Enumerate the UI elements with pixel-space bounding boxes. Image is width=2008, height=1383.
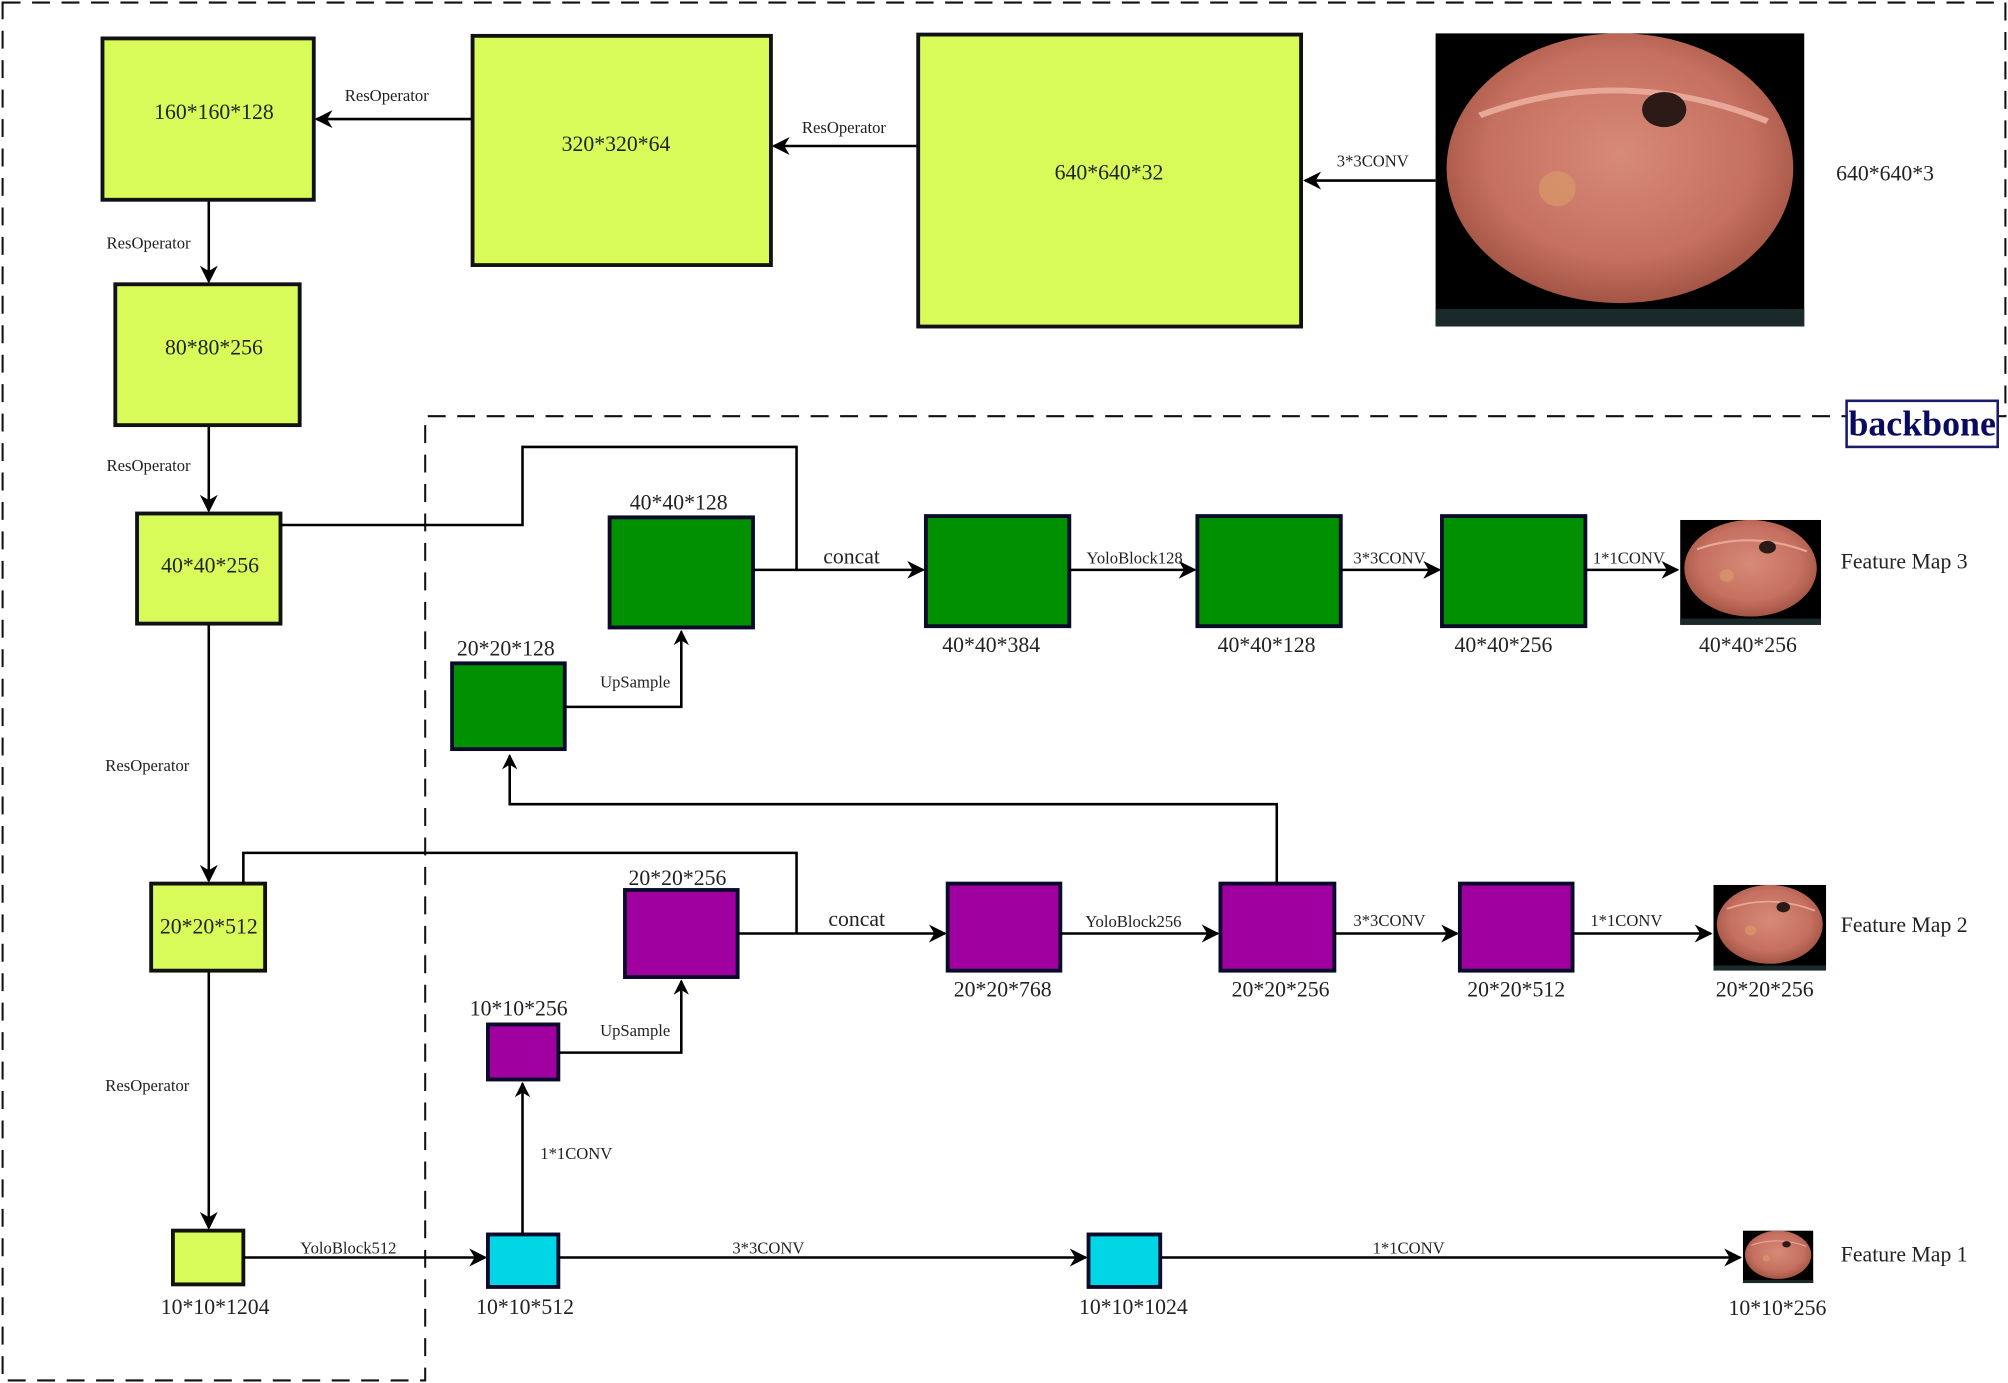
svg-text:20*20*256: 20*20*256: [1232, 977, 1330, 1001]
backbone-node-160: 160*160*128: [100, 36, 316, 202]
svg-text:80*80*256: 80*80*256: [165, 336, 263, 360]
svg-text:20*20*128: 20*20*128: [457, 637, 555, 661]
edge-label: UpSample: [600, 1021, 670, 1040]
svg-text:160*160*128: 160*160*128: [154, 100, 274, 124]
edge-label: ResOperator: [345, 86, 429, 105]
edge-label: ResOperator: [105, 756, 189, 775]
svg-text:10*10*512: 10*10*512: [476, 1295, 574, 1319]
backbone-label-box: backbone: [1845, 399, 1999, 449]
feature-map-3-title: Feature Map 3: [1841, 550, 1968, 574]
svg-text:320*320*64: 320*320*64: [562, 132, 671, 156]
feature-map-1-image: [1742, 1230, 1814, 1284]
feature-map-3-image: [1680, 519, 1821, 625]
feature-map-1-size: 10*10*256: [1729, 1296, 1827, 1320]
edge-label: ResOperator: [107, 233, 191, 252]
svg-text:20*20*768: 20*20*768: [954, 977, 1052, 1001]
feature-map-2-title: Feature Map 2: [1841, 913, 1968, 937]
scale1-node-1024: 10*10*1024: [1079, 1232, 1188, 1319]
scale2-node-512: 20*20*512: [1457, 881, 1575, 1001]
scale3-node-256: 40*40*256: [1440, 514, 1588, 657]
edge-label: YoloBlock512: [300, 1239, 396, 1258]
input-size-label: 640*640*3: [1836, 162, 1934, 186]
edge-label: concat: [823, 544, 880, 568]
edge-upsample: [558, 979, 689, 1054]
scale3-node-0: 40*40*128: [607, 491, 755, 630]
edge-label: 1*1CONV: [540, 1144, 612, 1163]
backbone-node-10: 10*10*1204: [161, 1228, 270, 1319]
svg-text:20*20*256: 20*20*256: [629, 866, 727, 890]
edge-label: 1*1CONV: [1593, 548, 1665, 567]
backbone-node-80: 80*80*256: [113, 282, 302, 428]
svg-text:10*10*1204: 10*10*1204: [161, 1295, 270, 1319]
scale2-up-node: 10*10*256: [470, 996, 568, 1082]
svg-text:20*20*512: 20*20*512: [1467, 977, 1565, 1001]
scale1-node-512: 10*10*512: [476, 1232, 574, 1319]
scale2-node-256: 20*20*256: [1218, 881, 1337, 1001]
scale3-up-node: 20*20*128: [450, 637, 567, 752]
edge-label: 3*3CONV: [1337, 151, 1409, 170]
edge-label: ResOperator: [802, 118, 886, 137]
edge-label: UpSample: [600, 673, 670, 692]
svg-text:10*10*256: 10*10*256: [470, 996, 568, 1020]
skip-connection-20: [242, 851, 798, 934]
svg-text:20*20*512: 20*20*512: [160, 915, 258, 939]
scale2-node-768: 20*20*768: [945, 881, 1063, 1001]
svg-text:40*40*128: 40*40*128: [1218, 633, 1316, 657]
edge-label: YoloBlock128: [1086, 548, 1182, 567]
edge-label: ResOperator: [107, 456, 191, 475]
feature-map-1-title: Feature Map 1: [1841, 1242, 1968, 1266]
svg-text:40*40*256: 40*40*256: [161, 553, 259, 577]
edge-label: concat: [828, 907, 885, 931]
backbone-label: backbone: [1848, 403, 1995, 443]
edge-label: 3*3CONV: [1353, 911, 1425, 930]
edge-up-scale2-to-3: [502, 753, 1279, 884]
scale2-node-0: 20*20*256: [623, 866, 740, 979]
svg-text:40*40*128: 40*40*128: [630, 491, 728, 515]
feature-map-2-size: 20*20*256: [1716, 977, 1814, 1001]
edge-label: 1*1CONV: [1373, 1239, 1445, 1258]
backbone-node-40: 40*40*256: [135, 511, 283, 626]
edge-label: YoloBlock256: [1085, 912, 1181, 931]
svg-text:10*10*1024: 10*10*1024: [1079, 1295, 1188, 1319]
scale3-node-128: 40*40*128: [1195, 514, 1343, 657]
svg-text:40*40*384: 40*40*384: [942, 633, 1040, 657]
skip-connection-40: [280, 445, 798, 570]
svg-text:40*40*256: 40*40*256: [1454, 633, 1552, 657]
scale3-node-384: 40*40*384: [923, 514, 1072, 657]
backbone-node-20: 20*20*512: [149, 881, 268, 973]
backbone-node-640: 640*640*32: [916, 32, 1304, 329]
svg-text:640*640*32: 640*640*32: [1055, 160, 1164, 184]
feature-map-2-image: [1713, 884, 1827, 971]
input-endoscopy-image: [1436, 33, 1805, 326]
feature-map-3-size: 40*40*256: [1699, 633, 1797, 657]
edge-label: ResOperator: [105, 1076, 189, 1095]
edge-label: 1*1CONV: [1590, 911, 1662, 930]
edge-upsample: [564, 629, 689, 709]
backbone-node-320: 320*320*64: [470, 33, 773, 267]
edge-label: 3*3CONV: [732, 1239, 804, 1258]
edge-label: 3*3CONV: [1353, 548, 1425, 567]
